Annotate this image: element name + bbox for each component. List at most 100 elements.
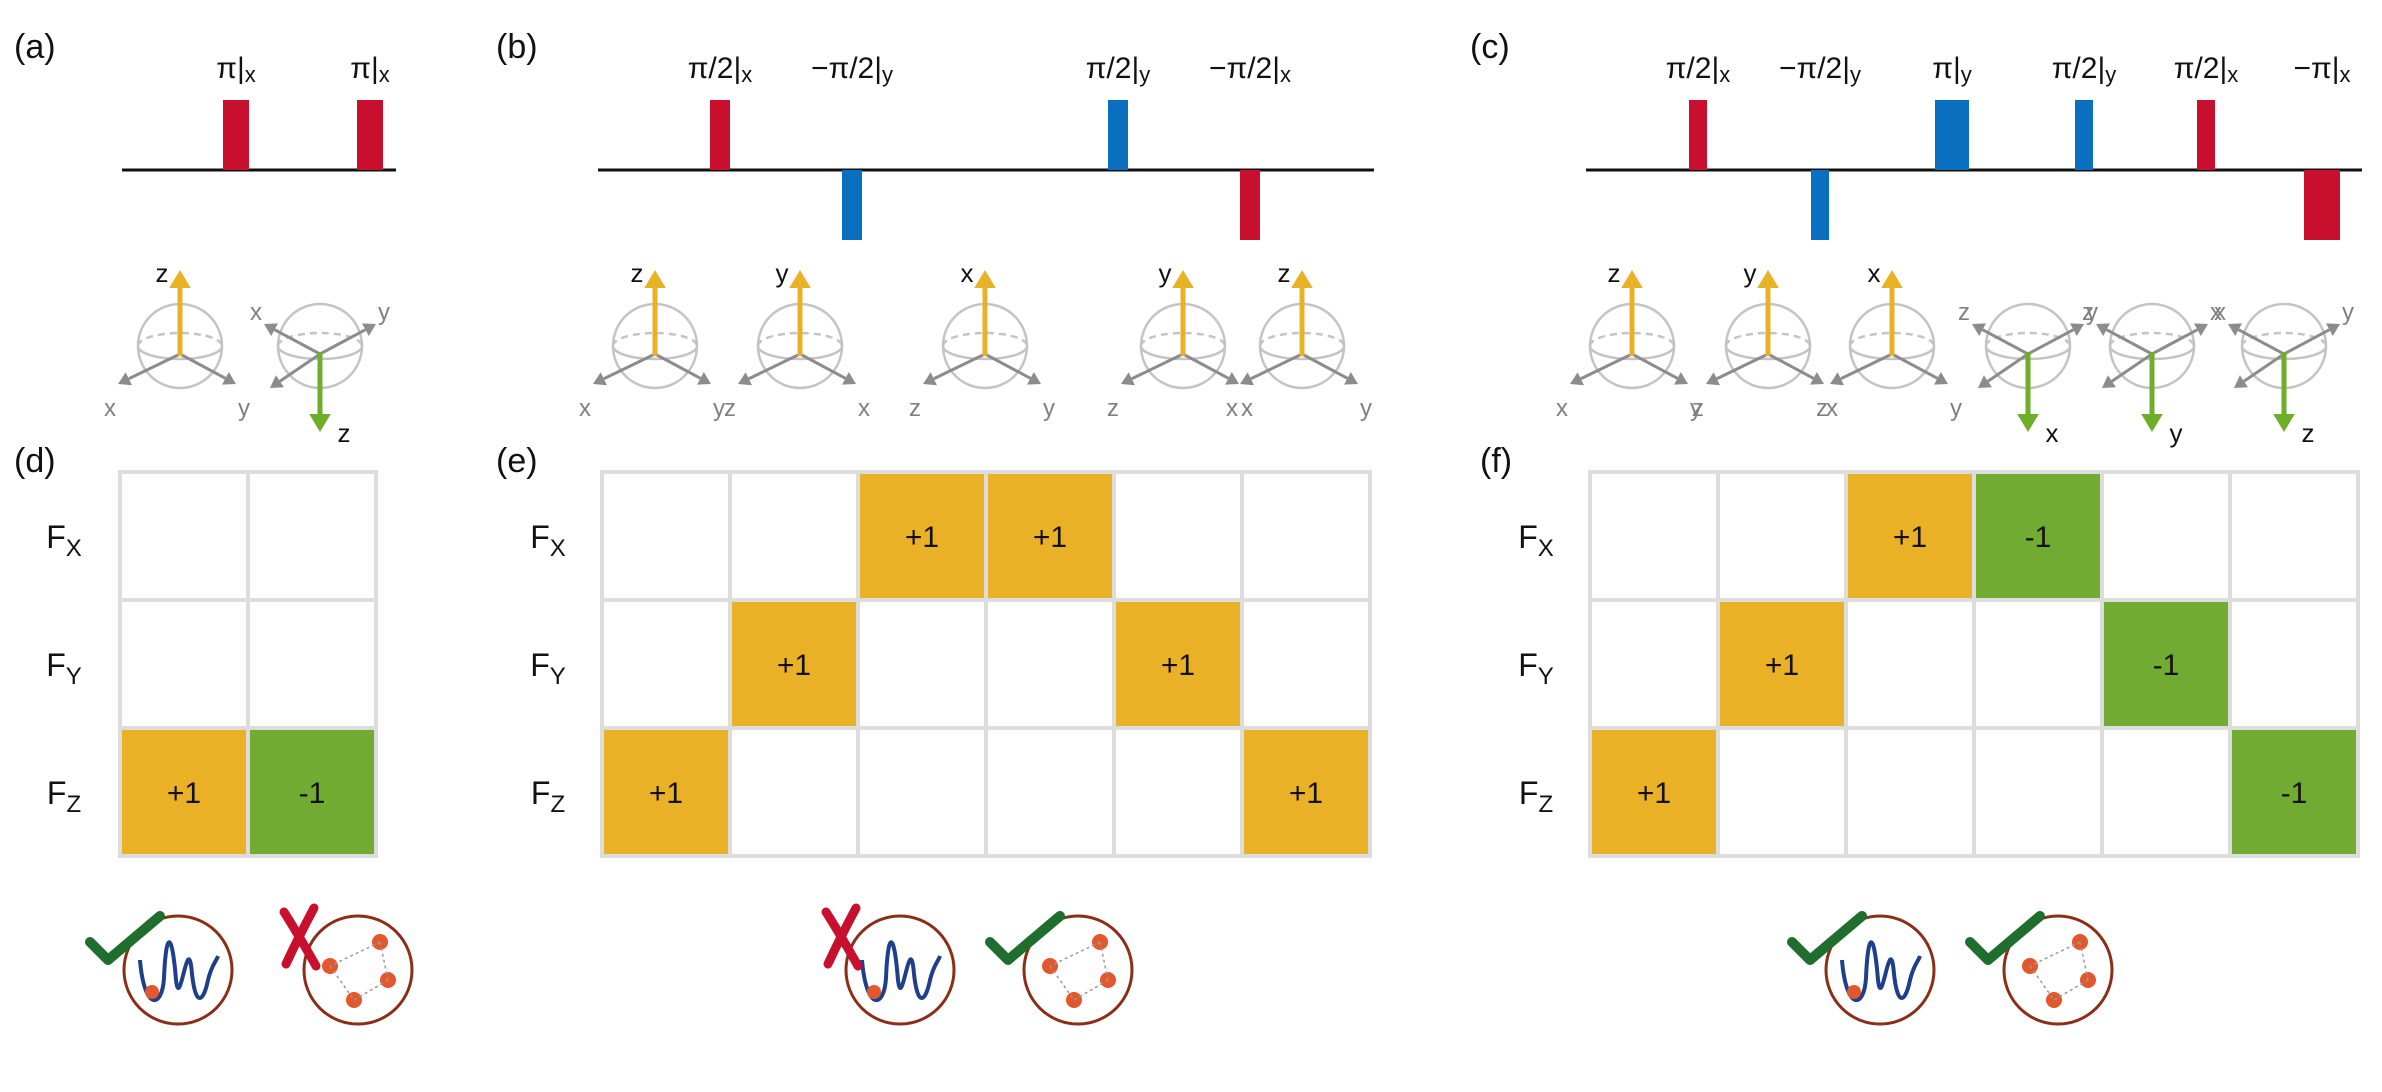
axis-arrow-right — [1631, 352, 1688, 385]
interacting-atoms-icon — [302, 914, 414, 1026]
sphere-equator-back — [276, 331, 364, 347]
panel-label: (b) — [496, 28, 538, 66]
cell-value: -1 — [2153, 649, 2180, 682]
axis-arrow-left — [738, 352, 801, 386]
axis-label: x — [1868, 258, 1881, 288]
table-cell — [1716, 470, 1848, 602]
axis-label: z — [1278, 258, 1291, 288]
table-cell — [2100, 726, 2232, 858]
axis-arrow-left — [1706, 352, 1769, 386]
sphere-equator-front — [1848, 345, 1936, 361]
axis-label: y — [1360, 395, 1372, 422]
sphere-equator-back — [941, 331, 1029, 347]
bloch-vector-up — [1757, 270, 1779, 356]
table-cell — [1112, 470, 1244, 602]
potential-well-icon — [844, 914, 956, 1026]
axis-label: y — [2342, 299, 2354, 326]
check-icon — [985, 911, 1065, 965]
axis-arrow-right — [1301, 352, 1358, 385]
axis-label: x — [858, 395, 870, 422]
panel-label: (c) — [1470, 28, 1510, 66]
cell-value: +1 — [649, 777, 683, 810]
sphere-equator-front — [136, 345, 224, 361]
axis-arrow-left — [1570, 352, 1633, 386]
axis-label: x — [1241, 395, 1253, 422]
axis-label: z — [156, 258, 169, 288]
sphere-equator-front — [756, 345, 844, 361]
row-label: FY — [1518, 647, 1554, 690]
axis-arrow-down-left — [2234, 352, 2285, 388]
pulse-y — [842, 170, 862, 240]
table-cell — [1588, 470, 1720, 602]
axis-label: x — [2214, 299, 2226, 326]
table-cell — [1240, 598, 1372, 730]
axis-label: z — [724, 395, 736, 422]
pulse-label: π/2|x — [1666, 52, 1731, 87]
table-e: (e) FX+1+1FY+1+1FZ+1+1 — [496, 442, 1372, 1026]
pulse-label: π/2|x — [688, 52, 753, 87]
sphere-equator-front — [1139, 345, 1227, 361]
axis-arrow-right — [179, 352, 236, 385]
table-cell — [1240, 726, 1372, 858]
axis-arrow-left — [593, 352, 656, 386]
pulse-label: π/2|y — [2052, 52, 2117, 87]
sphere-equator-back — [1588, 331, 1676, 347]
table-cell — [2228, 470, 2360, 602]
table-cell — [856, 598, 988, 730]
axis-arrow-left — [923, 352, 986, 386]
cell-value: -1 — [2281, 777, 2308, 810]
axis-label: z — [1692, 395, 1704, 422]
table-cell — [728, 726, 860, 858]
sphere-equator-back — [756, 331, 844, 347]
axis-arrow-right — [2027, 323, 2084, 356]
row-label: FX — [46, 519, 82, 562]
bloch-vector-up — [1291, 270, 1313, 356]
sphere-equator-front — [1258, 345, 1346, 361]
axis-label: z — [338, 418, 351, 448]
pulse-y — [2075, 100, 2093, 170]
pulse-label: π/2|x — [2174, 52, 2239, 87]
row-label: FY — [530, 647, 566, 690]
axis-arrow-right — [1767, 352, 1824, 385]
axis-label: x — [1226, 395, 1238, 422]
axis-label: x — [1826, 395, 1838, 422]
axis-label: y — [1744, 258, 1757, 288]
pulse-y — [1935, 100, 1969, 170]
pulse-label: −π/2|x — [1209, 52, 1291, 87]
pulse-label: −π/2|y — [811, 52, 893, 87]
table-cell — [856, 726, 988, 858]
pulse-label: π|x — [216, 52, 256, 87]
sphere-equator-front — [1588, 345, 1676, 361]
row-label: FX — [530, 519, 566, 562]
axis-arrow-right — [1182, 352, 1239, 385]
axis-label: x — [961, 258, 974, 288]
check-icon — [1965, 911, 2045, 965]
bloch-sphere: x y z — [2214, 299, 2354, 448]
table-cell — [600, 726, 732, 858]
cell-value: +1 — [905, 521, 939, 554]
table-cell — [118, 470, 250, 602]
axis-label: x — [2210, 299, 2222, 326]
sphere-equator-back — [2240, 331, 2328, 347]
table-cell — [118, 726, 250, 858]
axis-label: z — [2302, 418, 2315, 448]
pulse-x — [710, 100, 730, 170]
table-cell — [600, 598, 732, 730]
check-icon — [1787, 911, 1867, 965]
panel-label: (e) — [496, 442, 538, 480]
cross-icon — [279, 903, 321, 971]
axis-arrow-right — [319, 323, 376, 356]
row-label: FZ — [531, 775, 565, 818]
table-f: (f) FX+1-1FY+1-1FZ+1-1 — [1480, 442, 2360, 1026]
row-label: FZ — [1519, 775, 1553, 818]
axis-label: z — [1816, 395, 1828, 422]
axis-arrow-left — [264, 323, 321, 356]
sphere-equator-front — [941, 345, 1029, 361]
table-cell — [118, 598, 250, 730]
table-cell — [1588, 726, 1720, 858]
